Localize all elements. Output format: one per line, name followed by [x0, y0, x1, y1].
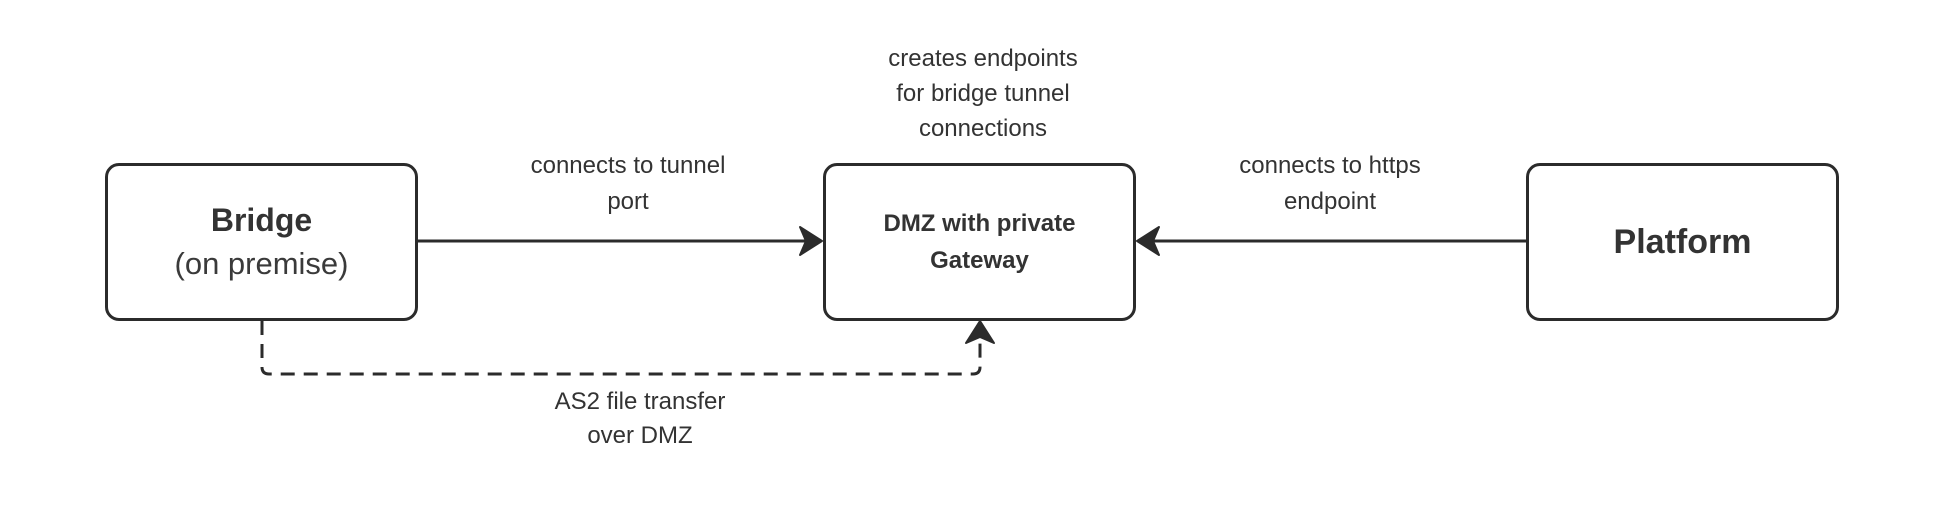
- edge-label-tunnel: connects to tunnel port: [530, 152, 726, 215]
- bridge-title: Bridge: [210, 202, 313, 238]
- dmz-annotation: creates endpoints for bridge tunnel conn…: [888, 45, 1078, 142]
- edge-bridge-dmz-file-transfer: [260, 321, 982, 376]
- node-platform[interactable]: Platform: [1526, 163, 1839, 321]
- dmz-title: DMZ with private Gateway: [883, 210, 1076, 274]
- arrowhead-platform-to-dmz: [1136, 226, 1160, 256]
- edge-label-file-transfer: AS2 file transfer over DMZ: [554, 388, 726, 449]
- node-dmz-gateway[interactable]: DMZ with private Gateway: [823, 163, 1136, 321]
- node-bridge[interactable]: Bridge (on premise): [105, 163, 418, 321]
- edge-label-https: connects to https endpoint: [1239, 152, 1421, 215]
- platform-title: Platform: [1613, 223, 1752, 261]
- arrowhead-bridge-to-dmz: [799, 226, 823, 256]
- arrowhead-file-transfer: [965, 320, 995, 344]
- bridge-subtitle: (on premise): [174, 246, 349, 281]
